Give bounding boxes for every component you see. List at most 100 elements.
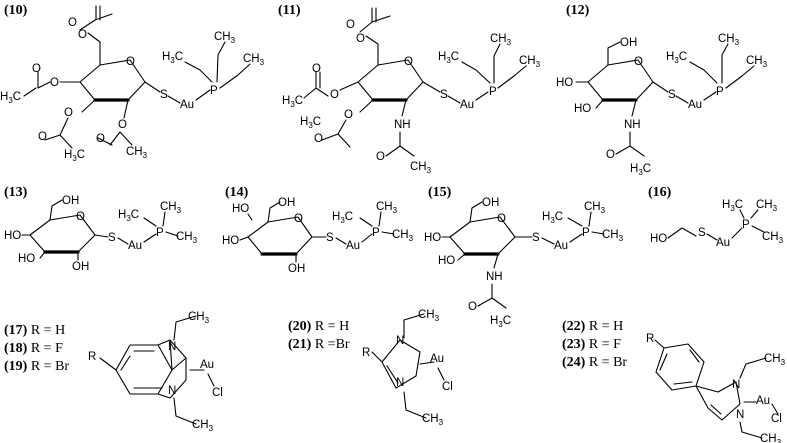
svg-text:CH3: CH3 (188, 311, 210, 325)
svg-text:Au: Au (460, 99, 474, 111)
svg-text:Au: Au (756, 395, 770, 407)
compound-label-12: (12) (566, 3, 590, 18)
svg-text:Au: Au (430, 353, 444, 365)
r-group-22: (22) R = H (562, 319, 623, 334)
svg-text:CH3: CH3 (160, 201, 182, 215)
svg-text:CH3: CH3 (410, 161, 432, 175)
svg-text:N: N (396, 377, 404, 389)
svg-text:Au: Au (716, 237, 730, 249)
svg-text:HO: HO (222, 235, 239, 247)
chlorine: Cl (212, 387, 223, 399)
svg-text:HO: HO (4, 230, 21, 242)
sulfur: S (160, 89, 168, 101)
compound-label-15: (15) (428, 185, 452, 200)
svg-text:P: P (582, 227, 590, 239)
svg-text:N: N (732, 379, 740, 391)
svg-text:O: O (64, 107, 73, 119)
svg-text:O: O (32, 63, 41, 75)
svg-text:OH: OH (482, 197, 499, 209)
svg-text:R: R (362, 347, 370, 359)
gold: Au (180, 99, 194, 111)
svg-text:O: O (344, 109, 353, 121)
svg-text:CH3: CH3 (418, 309, 440, 323)
svg-text:H3C: H3C (666, 51, 687, 65)
svg-text:S: S (326, 232, 334, 244)
ester-oxygen: O (78, 29, 87, 41)
svg-text:Au: Au (688, 99, 702, 111)
svg-text:H3C: H3C (300, 116, 321, 130)
compound-label-14: (14) (225, 185, 249, 200)
compound-10: (10) O O O O O H3C O O H3C O O CH3 S Au … (0, 3, 265, 163)
nh-label: NH (394, 119, 411, 131)
svg-text:CH3: CH3 (243, 53, 265, 67)
svg-text:Au: Au (346, 240, 360, 252)
svg-text:H3C: H3C (542, 211, 563, 225)
svg-text:S: S (108, 232, 116, 244)
r-group-17: (17) R = H (4, 323, 65, 338)
svg-text:CH3: CH3 (519, 55, 541, 69)
svg-text:HO: HO (650, 233, 667, 245)
svg-text:H3C: H3C (118, 209, 139, 223)
compounds-20-21: (20) R = H (21) R =Br N N R CH3 CH3 Au C… (288, 309, 453, 427)
svg-text:H3C: H3C (438, 51, 459, 65)
compounds-22-24: (22) R = H (23) R = F (24) R = Br R N N … (562, 319, 786, 443)
svg-text:N: N (736, 409, 744, 421)
svg-text:O: O (497, 213, 506, 225)
svg-text:CH3: CH3 (422, 413, 444, 427)
svg-text:R: R (646, 333, 654, 345)
svg-text:OH: OH (62, 195, 79, 207)
compound-15: (15) O OH HO HO NH O H3C S Au P H3C CH3 … (424, 185, 624, 329)
r-group-21: (21) R =Br (288, 337, 350, 352)
svg-text:CH3: CH3 (764, 353, 786, 367)
svg-text:OH: OH (620, 37, 637, 49)
svg-text:Cl: Cl (771, 413, 782, 425)
svg-text:O: O (312, 63, 321, 75)
svg-text:H3C: H3C (490, 315, 511, 329)
svg-text:HO: HO (438, 255, 455, 267)
methyl-label: H3C (0, 91, 21, 105)
svg-text:CH3: CH3 (584, 201, 606, 215)
svg-text:HO: HO (424, 232, 441, 244)
svg-text:Au: Au (128, 240, 142, 252)
svg-text:CH3: CH3 (376, 201, 398, 215)
svg-text:S: S (440, 89, 448, 101)
svg-text:OH: OH (288, 263, 305, 275)
r-group-20: (20) R = H (288, 319, 349, 334)
methyl-label: H3C (64, 149, 85, 163)
svg-text:N: N (168, 341, 176, 353)
svg-text:CH3: CH3 (718, 33, 740, 47)
r-group-23: (23) R = F (562, 337, 621, 352)
svg-text:CH3: CH3 (176, 231, 198, 245)
svg-text:O: O (634, 56, 643, 68)
svg-text:CH3: CH3 (392, 229, 414, 243)
phosphorus: P (210, 85, 218, 97)
ring-oxygen: O (126, 56, 135, 68)
svg-text:P: P (489, 86, 497, 98)
svg-text:S: S (668, 89, 676, 101)
r-group-18: (18) R = F (4, 341, 63, 356)
r-group-19: (19) R = Br (4, 359, 69, 374)
svg-text:OH: OH (72, 261, 89, 273)
svg-text:HO: HO (232, 203, 249, 215)
svg-text:N: N (396, 335, 404, 347)
svg-text:H3C: H3C (630, 163, 651, 177)
svg-text:O: O (314, 133, 323, 145)
compound-12: (12) O OH HO HO NH O H3C S Au P H3C CH3 … (556, 3, 768, 177)
svg-text:NH: NH (624, 119, 641, 131)
compound-16: (16) HO S Au P H3C CH3 CH3 (648, 185, 784, 249)
svg-text:HO: HO (556, 77, 573, 89)
svg-text:O: O (118, 119, 127, 131)
compound-label-16: (16) (648, 185, 672, 200)
compound-label-13: (13) (4, 185, 28, 200)
r-group-24: (24) R = Br (562, 355, 627, 370)
compound-label-10: (10) (4, 3, 28, 18)
svg-text:O: O (76, 211, 85, 223)
svg-text:CH3: CH3 (490, 33, 512, 47)
svg-text:HO: HO (574, 103, 591, 115)
svg-text:H3C: H3C (332, 211, 353, 225)
svg-text:O: O (68, 17, 77, 29)
compound-label-11: (11) (278, 3, 301, 18)
svg-text:O: O (346, 19, 355, 31)
svg-text:Au: Au (200, 359, 214, 371)
